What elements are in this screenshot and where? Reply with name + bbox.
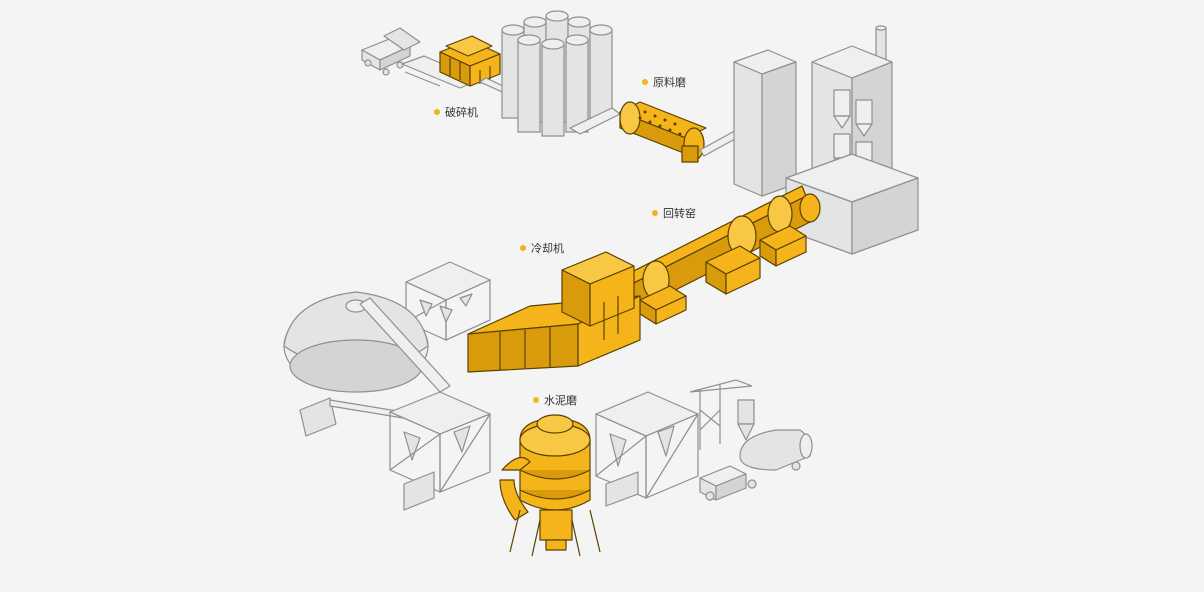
- label-dot-icon: [642, 79, 648, 85]
- crusher-machine: [401, 35, 501, 89]
- label-crusher: 破碎机: [434, 104, 478, 120]
- label-rotary-kiln: 回转窑: [652, 205, 696, 221]
- label-cement-mill: 水泥磨: [533, 392, 577, 408]
- label-rotary-kiln-text: 回转窑: [663, 207, 696, 220]
- label-cooler-text: 冷却机: [531, 242, 564, 255]
- dump-truck: [361, 27, 421, 76]
- homogenizing-tower: [733, 49, 797, 197]
- label-dot-icon: [434, 109, 440, 115]
- label-raw-mill-text: 原料磨: [653, 76, 686, 89]
- cement-mill-dust-collector: [389, 391, 491, 511]
- raw-mill-machine: [619, 101, 707, 163]
- bulk-loading-tower: [689, 379, 755, 450]
- label-dot-icon: [652, 210, 658, 216]
- label-crusher-text: 破碎机: [445, 106, 478, 119]
- kiln-inlet-building: [785, 153, 919, 255]
- cement-tanker-truck: [699, 429, 813, 501]
- label-dot-icon: [533, 397, 539, 403]
- cement-mill-machine: [499, 414, 601, 557]
- label-cooler: 冷却机: [520, 240, 564, 256]
- clinker-cooler: [467, 251, 641, 373]
- label-dot-icon: [520, 245, 526, 251]
- clinker-storage-dome: [283, 291, 451, 437]
- label-raw-mill: 原料磨: [642, 74, 686, 90]
- label-cement-mill-text: 水泥磨: [544, 394, 577, 407]
- cement-silo-frame: [595, 391, 699, 507]
- raw-material-silos: [501, 10, 613, 137]
- dust-collector-frame: [405, 261, 491, 341]
